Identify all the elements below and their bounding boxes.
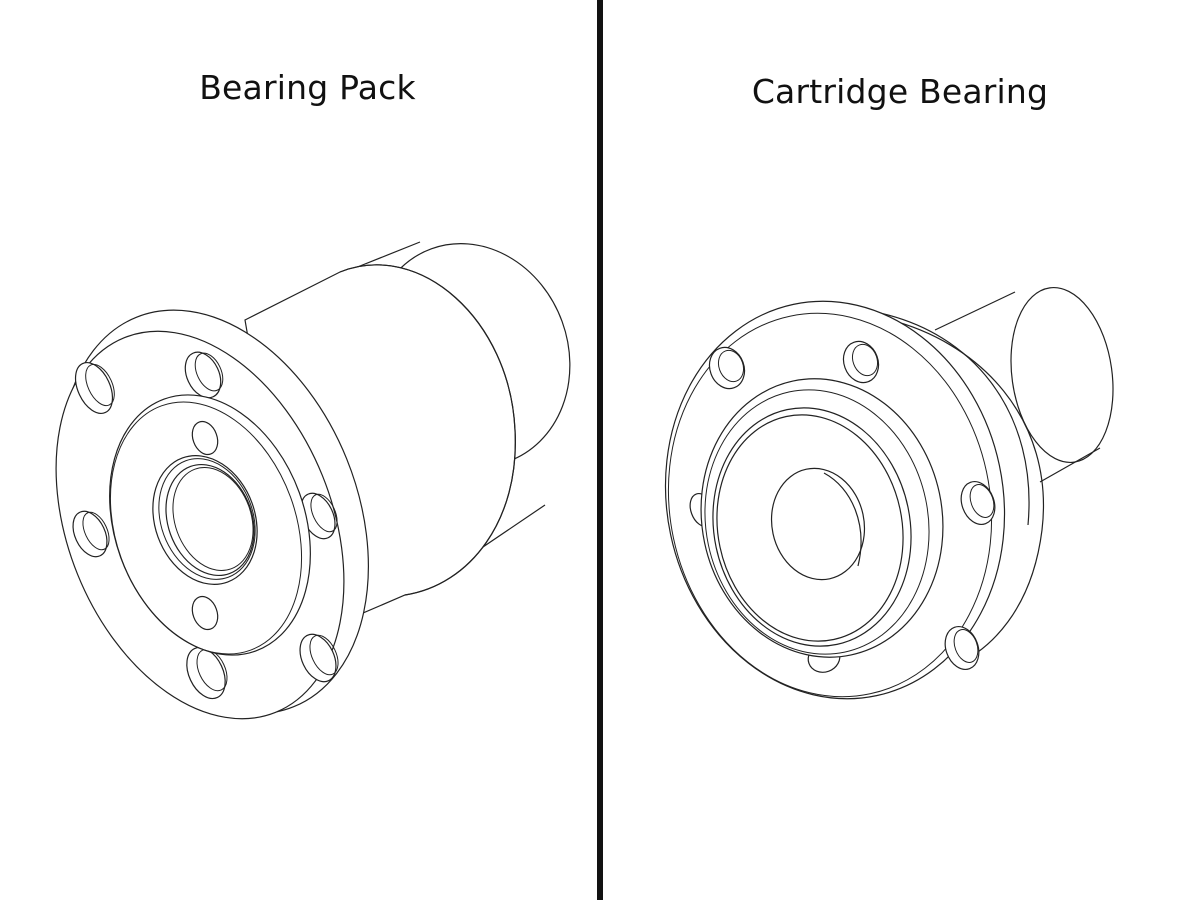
bearing-pack-drawing-icon — [55, 241, 571, 720]
cartridge-bearing-rear-boss — [934, 286, 1114, 483]
cartridge-bearing-housing — [874, 311, 1044, 666]
cartridge-bearing-drawing-icon — [664, 286, 1114, 700]
bearing-pack-bore — [152, 455, 258, 585]
bearing-pack-title: Bearing Pack — [199, 68, 416, 107]
bearing-pack-bolt-holes — [72, 351, 339, 700]
cartridge-bearing-title: Cartridge Bearing — [751, 72, 1049, 111]
panel-divider — [597, 0, 603, 900]
bearing-pack-tapped-holes — [191, 420, 219, 631]
cartridge-bearing-bore — [770, 467, 866, 581]
